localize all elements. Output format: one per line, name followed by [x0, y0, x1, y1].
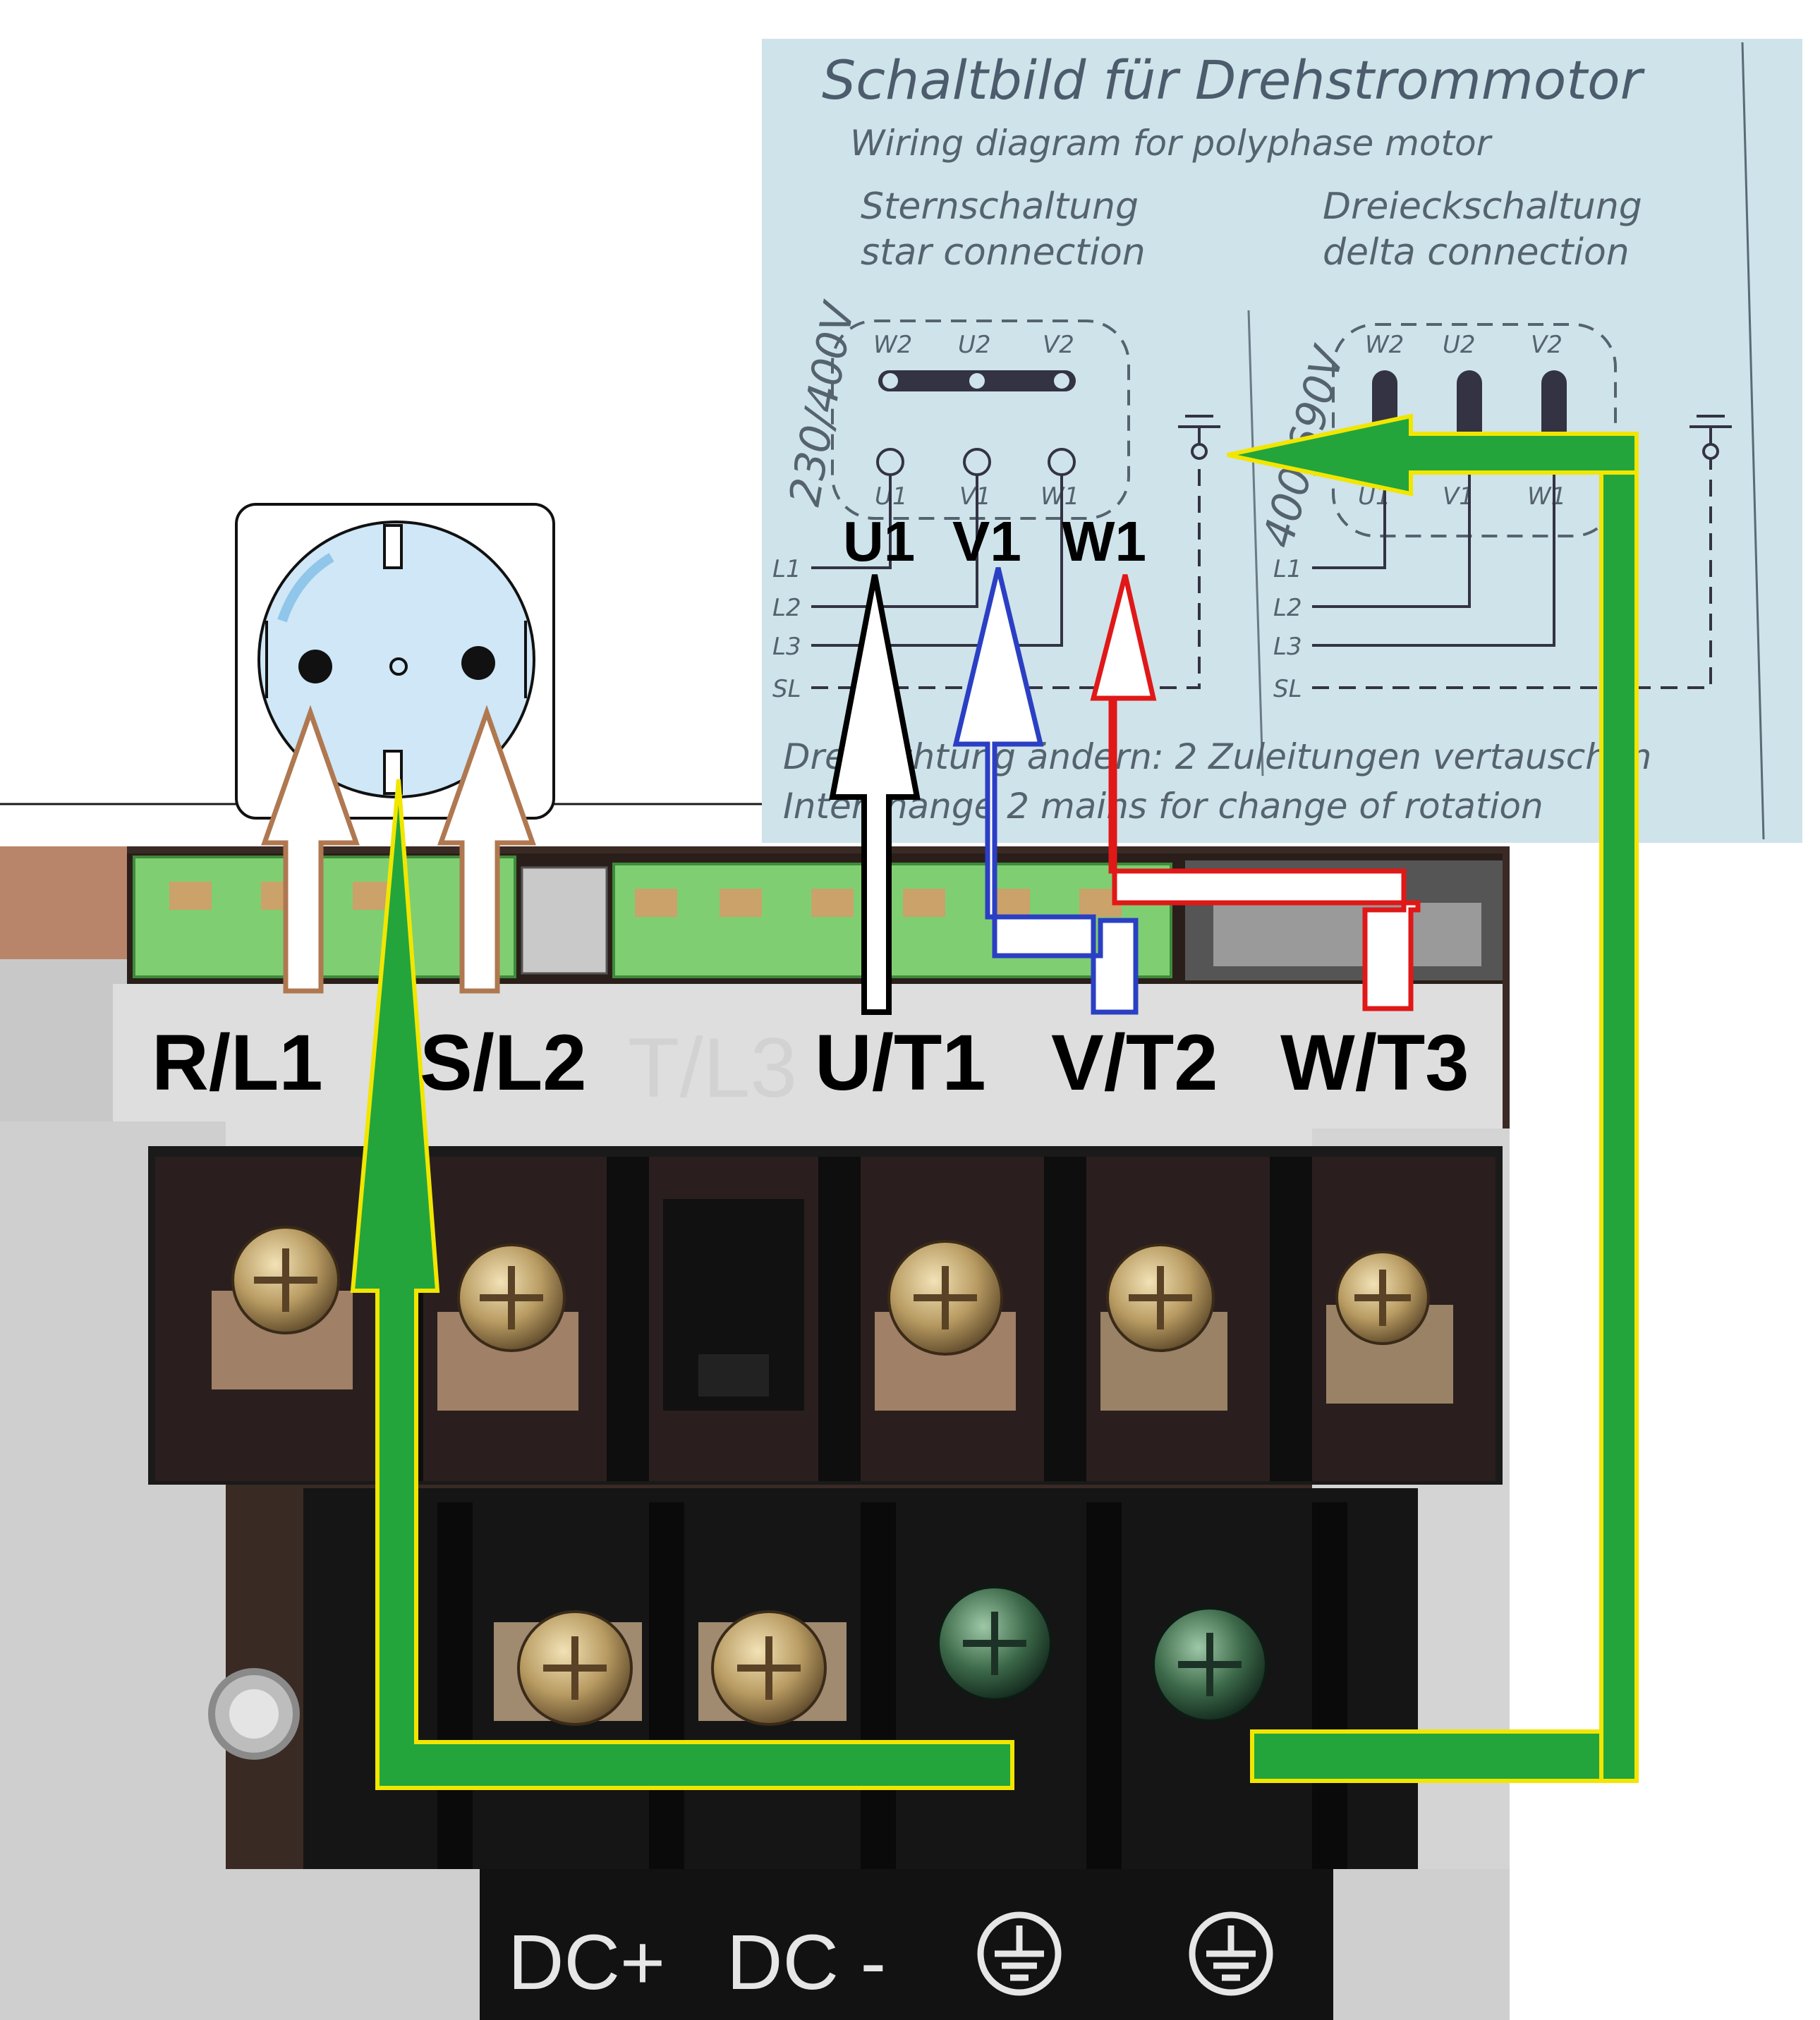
dc-plus-label: DC+ [508, 1919, 665, 2006]
dc-minus-label: DC - [727, 1919, 886, 2006]
svg-text:U2: U2 [958, 331, 991, 359]
inverter-terminal-labels: R/L1 S/L2 U/T1 V/T2 W/T3 [152, 1018, 1469, 1107]
label-u-t1: U/T1 [815, 1018, 986, 1107]
svg-text:U2: U2 [1443, 331, 1476, 359]
svg-text:W1: W1 [1527, 482, 1566, 511]
ground-symbol-icon [977, 1911, 1062, 1996]
ground-symbol-icon [1178, 415, 1220, 460]
ground-symbol-icon [1189, 1911, 1273, 1996]
delta-title-de: Dreieckschaltung [1323, 185, 1642, 228]
svg-text:W2: W2 [873, 331, 912, 359]
phase-arrow-w [1090, 574, 1421, 1011]
control-terminal-strip [133, 856, 1172, 978]
svg-text:L1: L1 [1273, 555, 1302, 583]
label-s-l2: S/L2 [420, 1018, 587, 1107]
diagram-footer-de: Drehrichtung ändern: 2 Zuleitungen verta… [783, 736, 1651, 777]
motor-wiring-diagram-card: Schaltbild für Drehstrommotor Wiring dia… [762, 39, 1802, 843]
label-w-t3: W/T3 [1280, 1018, 1469, 1107]
dc-ground-label-plate: DC+ DC - [0, 1869, 1510, 2020]
mains-arrow-l1 [261, 705, 360, 994]
svg-text:V1: V1 [959, 482, 991, 511]
screw-row-upper [212, 1226, 1453, 1411]
earth-wire-path [350, 413, 1639, 1790]
mains-arrow-l2 [437, 705, 536, 994]
star-title-en: star connection [861, 231, 1146, 274]
svg-text:L2: L2 [1273, 594, 1302, 622]
phase-arrow-v [952, 567, 1139, 1015]
svg-text:L3: L3 [772, 633, 801, 661]
label-v1: V1 [952, 510, 1021, 573]
label-v-t2: V/T2 [1051, 1018, 1218, 1107]
svg-text:V2: V2 [1043, 331, 1074, 359]
ground-symbol-icon [1689, 415, 1732, 460]
svg-text:W1: W1 [1041, 482, 1079, 511]
star-title-de: Sternschaltung [861, 185, 1139, 228]
delta-title-en: delta connection [1323, 231, 1630, 274]
phase-arrow-u [829, 574, 921, 1015]
svg-text:SL: SL [772, 675, 801, 703]
label-w1: W1 [1062, 510, 1146, 573]
faded-cover-labels: T/L3 [628, 1021, 797, 1115]
svg-text:W2: W2 [1365, 331, 1404, 359]
motor-terminal-labels: U1 V1 W1 [843, 510, 1146, 573]
label-u1: U1 [843, 510, 915, 573]
svg-text:L2: L2 [772, 594, 801, 622]
svg-text:L1: L1 [772, 555, 801, 583]
svg-text:L3: L3 [1273, 633, 1302, 661]
label-r-l1: R/L1 [152, 1018, 323, 1107]
svg-text:T/L3: T/L3 [628, 1021, 797, 1115]
power-terminal-block-lower [208, 1488, 1418, 1869]
svg-text:V2: V2 [1531, 331, 1563, 359]
diagram-title: Schaltbild für Drehstrommotor [822, 49, 1646, 111]
svg-text:SL: SL [1273, 675, 1302, 703]
diagram-subtitle: Wiring diagram for polyphase motor [850, 123, 1493, 164]
star-connection-diagram: W2 U2 V2 U1 V1 W1 L1 L2 L3 SL [772, 320, 1220, 703]
